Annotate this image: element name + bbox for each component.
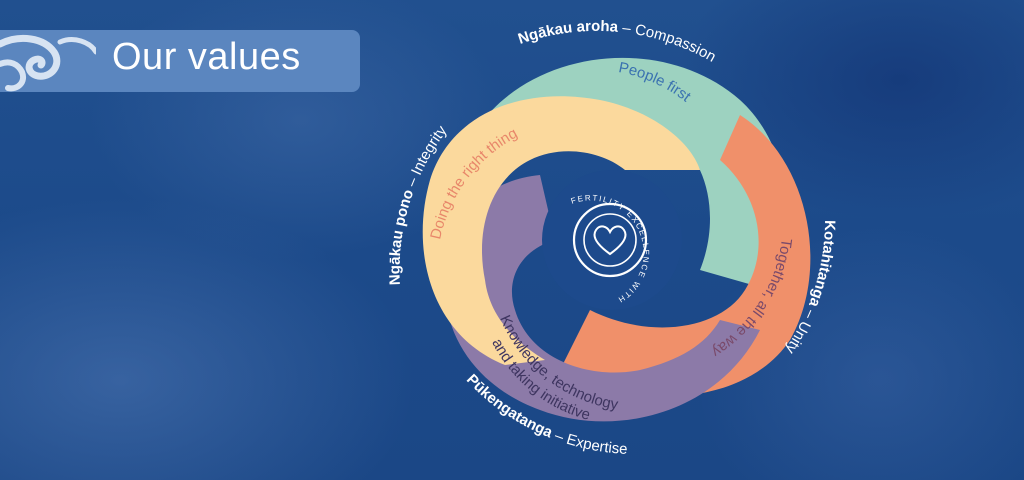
center-core — [542, 170, 682, 310]
ring-unity-shape — [560, 115, 811, 397]
heart-ring-outer — [572, 202, 648, 278]
ring-integrity-shape — [422, 96, 700, 366]
ring-integrity — [422, 96, 700, 366]
label-integrity-maori: Ngākau pono — [387, 187, 418, 285]
heart-ring-inner — [583, 213, 637, 267]
label-compassion-maori: Ngākau aroha — [516, 18, 619, 48]
label-expertise-english: Expertise — [565, 431, 628, 458]
ring-unity — [560, 115, 811, 397]
label-compassion-english: Compassion — [634, 21, 719, 65]
page-title: Our values — [112, 36, 301, 78]
heart-icon — [593, 225, 627, 256]
wave-koru-icon — [0, 34, 96, 92]
heart-logo — [572, 202, 648, 278]
